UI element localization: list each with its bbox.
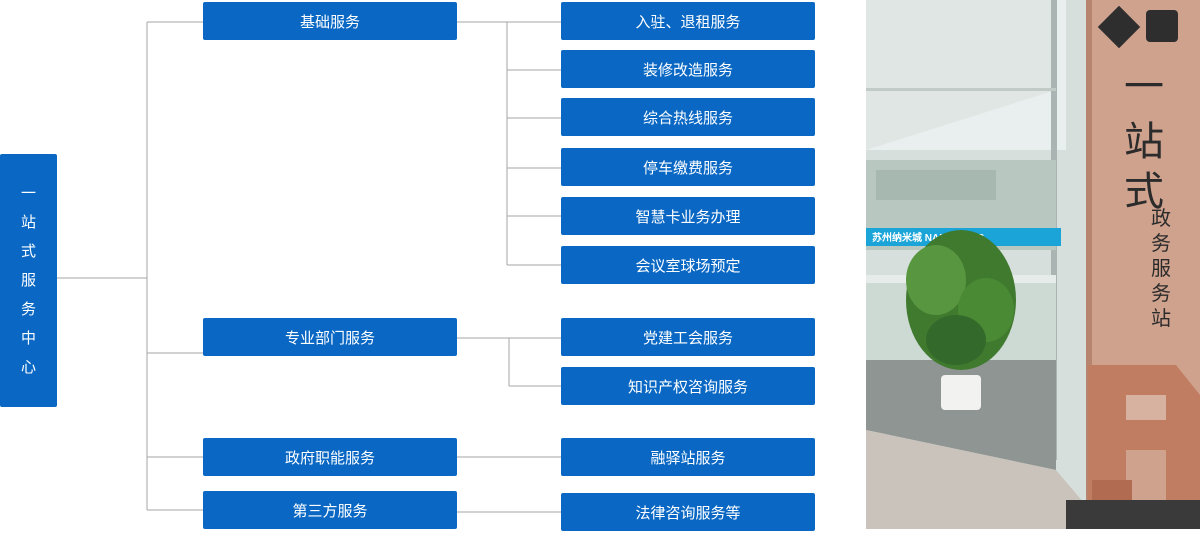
leaf-service: 智慧卡业务办理 xyxy=(561,197,815,235)
service-station-photo: 苏州纳米城 NANOPOLIS 一 站 式 政 务 服 务 站 xyxy=(866,0,1200,529)
photo-illustration: 苏州纳米城 NANOPOLIS 一 站 式 政 务 服 务 站 xyxy=(866,0,1200,529)
leaf-service: 会议室球场预定 xyxy=(561,246,815,284)
sign-subtitle-char: 务 xyxy=(1151,281,1171,305)
category-professional-dept-services: 专业部门服务 xyxy=(203,318,457,356)
category-government-services: 政府职能服务 xyxy=(203,438,457,476)
sign-subtitle-char: 务 xyxy=(1151,231,1171,255)
root-char: 一 xyxy=(20,185,36,202)
sign-subtitle-char: 服 xyxy=(1151,256,1171,280)
leaf-service: 综合热线服务 xyxy=(561,98,815,136)
leaf-service: 停车缴费服务 xyxy=(561,148,815,186)
leaf-service: 知识产权咨询服务 xyxy=(561,367,815,405)
root-char: 站 xyxy=(20,214,36,231)
root-node-one-stop-service-center: 一 站 式 服 务 中 心 xyxy=(0,154,57,407)
category-basic-services: 基础服务 xyxy=(203,2,457,40)
category-third-party-services: 第三方服务 xyxy=(203,491,457,529)
sign-subtitle-char: 站 xyxy=(1151,306,1171,330)
leaf-service: 装修改造服务 xyxy=(561,50,815,88)
sign-title-char: 一 xyxy=(1124,64,1164,110)
connector-lines xyxy=(57,21,561,513)
sign-title-char: 式 xyxy=(1124,169,1164,215)
root-char: 务 xyxy=(20,301,36,318)
leaf-service: 党建工会服务 xyxy=(561,318,815,356)
root-char: 心 xyxy=(20,359,36,376)
sign-title-char: 站 xyxy=(1124,119,1164,165)
leaf-service: 融驿站服务 xyxy=(561,438,815,476)
root-char: 服 xyxy=(20,272,36,289)
leaf-service: 入驻、退租服务 xyxy=(561,2,815,40)
root-char: 中 xyxy=(20,330,36,347)
sign-subtitle-char: 政 xyxy=(1151,206,1171,230)
leaf-service: 法律咨询服务等 xyxy=(561,493,815,531)
root-char: 式 xyxy=(20,243,36,260)
